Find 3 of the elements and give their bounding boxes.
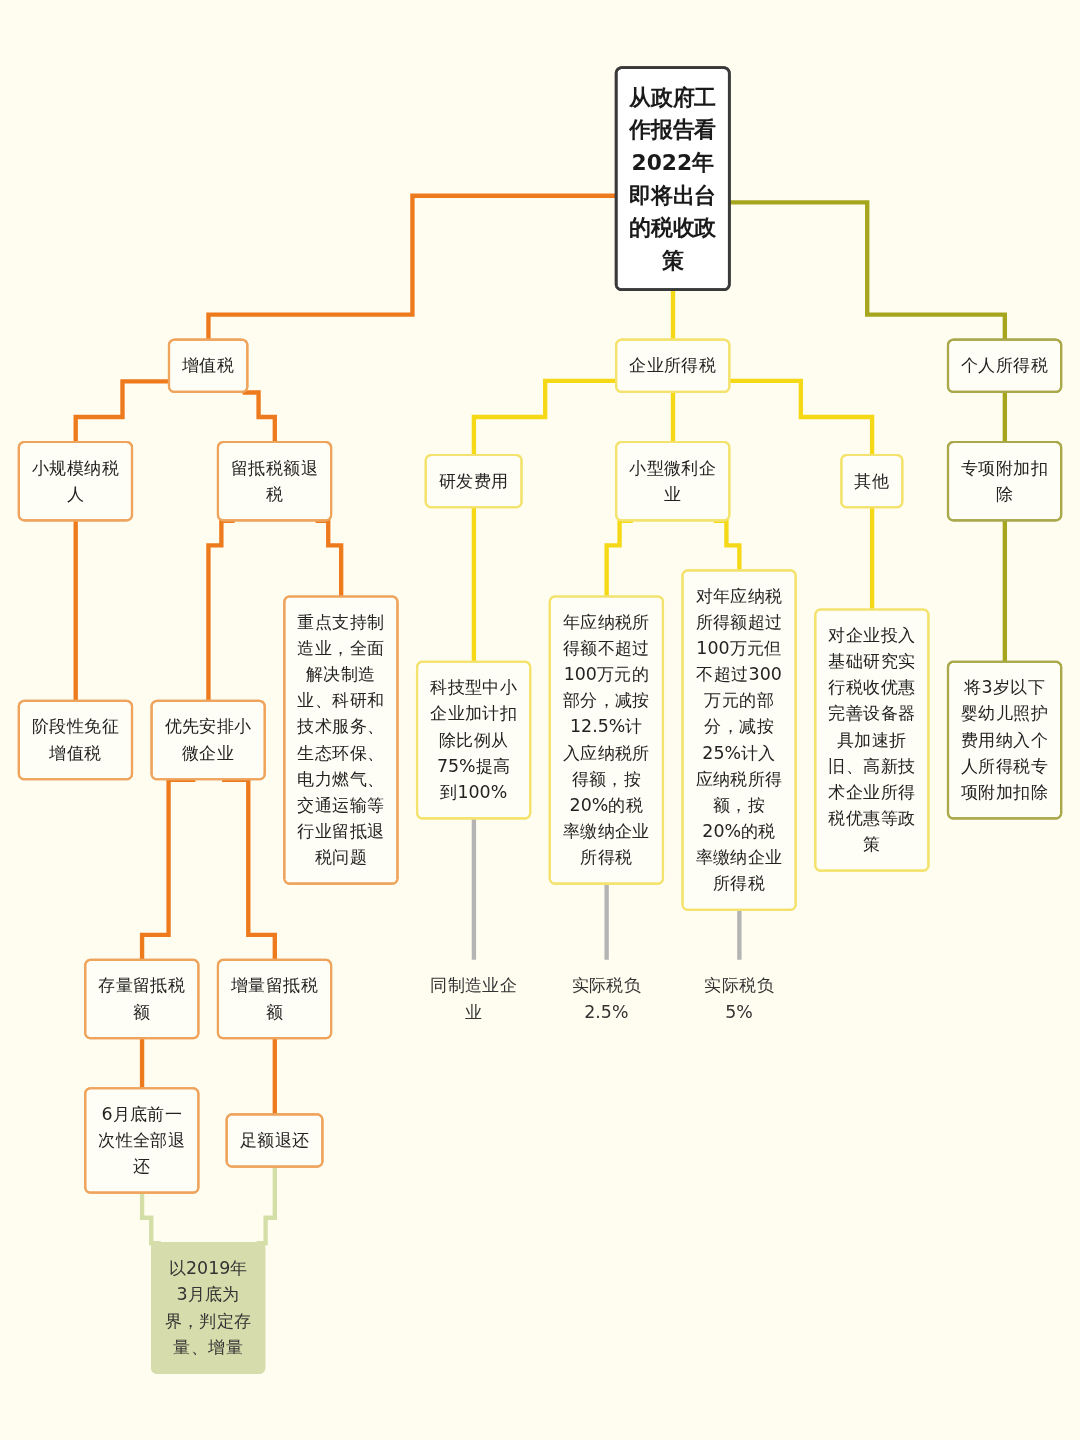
- node-text: 实际税负5%: [704, 974, 774, 1022]
- node-text: 同制造业企业: [430, 974, 518, 1022]
- node-text: 实际税负2.5%: [571, 974, 642, 1022]
